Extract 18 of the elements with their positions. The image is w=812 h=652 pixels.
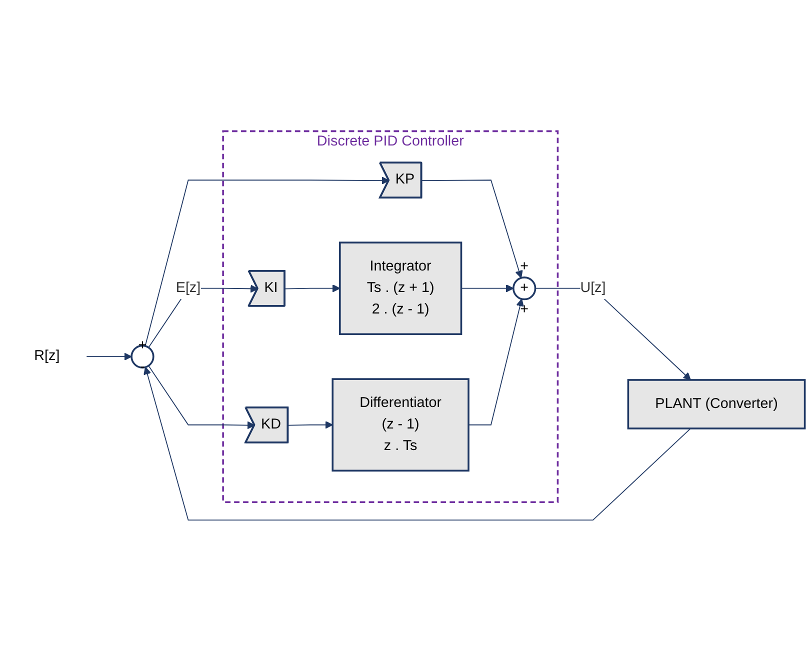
arrow (421, 180, 523, 279)
node-box: PLANT (Converter) (627, 379, 806, 430)
edge-label: E[z] (176, 280, 201, 296)
node-text: R[z] (34, 348, 60, 364)
node-label: + (520, 302, 529, 318)
arrow (86, 353, 132, 361)
edge-label: U[z] (580, 280, 606, 296)
arrow (468, 299, 524, 426)
node-box: Integrator Ts . (z + 1) 2 . (z - 1) (339, 242, 462, 336)
arrow (144, 176, 390, 347)
node-label: + (520, 259, 529, 274)
arrow (460, 284, 514, 293)
arrow (284, 284, 340, 293)
node-box: Differentiator (z - 1) z . Ts (332, 378, 470, 472)
arrow (144, 367, 692, 521)
arrow (288, 421, 333, 430)
node-circle: + (512, 276, 536, 301)
arrow (148, 366, 256, 430)
